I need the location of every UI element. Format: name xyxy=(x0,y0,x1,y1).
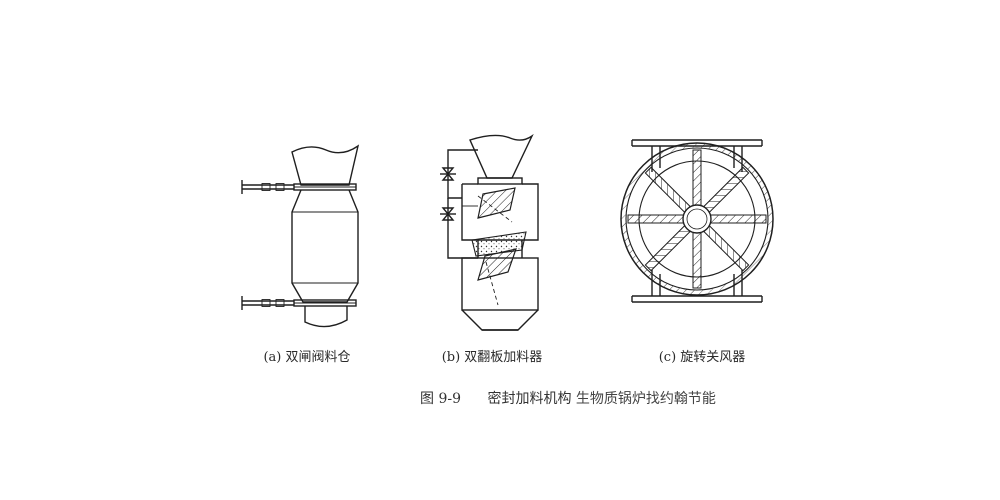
silo-outlet-pipe xyxy=(304,306,348,328)
upper-flap xyxy=(477,187,516,219)
feeder-inlet-hopper xyxy=(469,133,534,179)
label-rotary-airlock: (c) 旋转关风器 xyxy=(658,350,746,365)
upper-valve-rod xyxy=(241,180,294,194)
lower-flap xyxy=(477,248,517,281)
label-double-gate-valve-silo: (a) 双闸阀料仓 xyxy=(263,350,351,365)
figure-title: 密封加料机构 xyxy=(487,391,572,407)
label-double-flap-feeder: (b) 双翻板加料器 xyxy=(441,350,543,365)
lower-valve-rod xyxy=(241,296,294,310)
silo-body xyxy=(291,189,359,303)
counterweight-lever xyxy=(440,149,478,259)
feeder-outlet xyxy=(461,309,539,331)
rotary-airlock xyxy=(620,139,774,303)
watermark-text: 生物质锅炉找约翰节能 xyxy=(575,391,716,407)
feeder-lower-chamber xyxy=(461,257,539,311)
silo-top-hopper xyxy=(291,144,360,186)
figure-number: 图 9-9 xyxy=(420,391,461,407)
feeder-top-flange xyxy=(477,177,523,185)
double-gate-valve-silo xyxy=(241,144,360,328)
feeder-upper-chamber xyxy=(461,183,539,241)
figure-caption: 图 9-9 密封加料机构 生物质锅炉找约翰节能 xyxy=(420,388,716,408)
double-flap-feeder xyxy=(440,133,539,331)
